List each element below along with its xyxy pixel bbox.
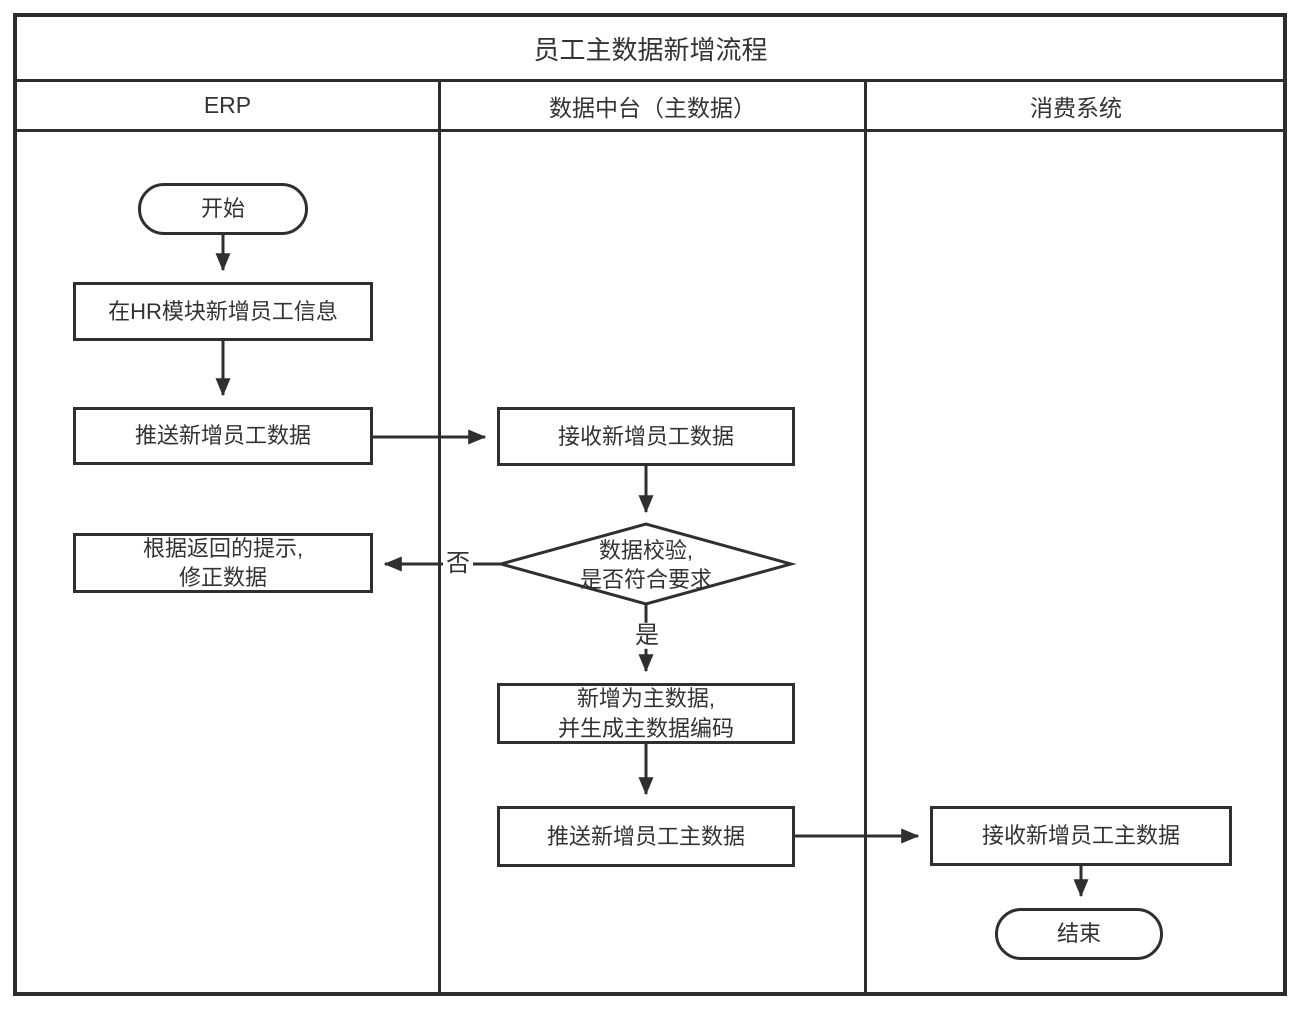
lane-header-erp: ERP <box>203 92 252 118</box>
title-separator <box>16 79 1285 82</box>
node-receive-master-data: 接收新增员工主数据 <box>930 806 1232 866</box>
node-start: 开始 <box>138 183 308 235</box>
node-push-master-data: 推送新增员工主数据 <box>497 806 795 867</box>
edge-label-yes: 是 <box>632 622 662 650</box>
node-end: 结束 <box>995 908 1163 960</box>
lane-divider-2 <box>864 80 867 994</box>
outer-frame <box>13 13 1287 996</box>
edge-label-no: 否 <box>443 550 473 578</box>
decision-diamond-shape <box>495 522 797 606</box>
node-receive-new-employee-data: 接收新增员工数据 <box>497 407 795 466</box>
node-push-new-employee-data: 推送新增员工数据 <box>73 407 373 465</box>
node-fix-data: 根据返回的提示, 修正数据 <box>73 533 373 593</box>
lane-header-consumer: 消费系统 <box>1030 94 1122 121</box>
node-create-master-data: 新增为主数据, 并生成主数据编码 <box>497 683 795 744</box>
header-separator <box>16 129 1285 132</box>
node-add-hr-employee-info: 在HR模块新增员工信息 <box>73 282 373 341</box>
lane-divider-1 <box>438 80 441 994</box>
lane-header-data-platform: 数据中台（主数据） <box>549 94 756 121</box>
node-validate-decision: 数据校验, 是否符合要求 <box>579 537 712 592</box>
page-title: 员工主数据新增流程 <box>533 35 768 65</box>
